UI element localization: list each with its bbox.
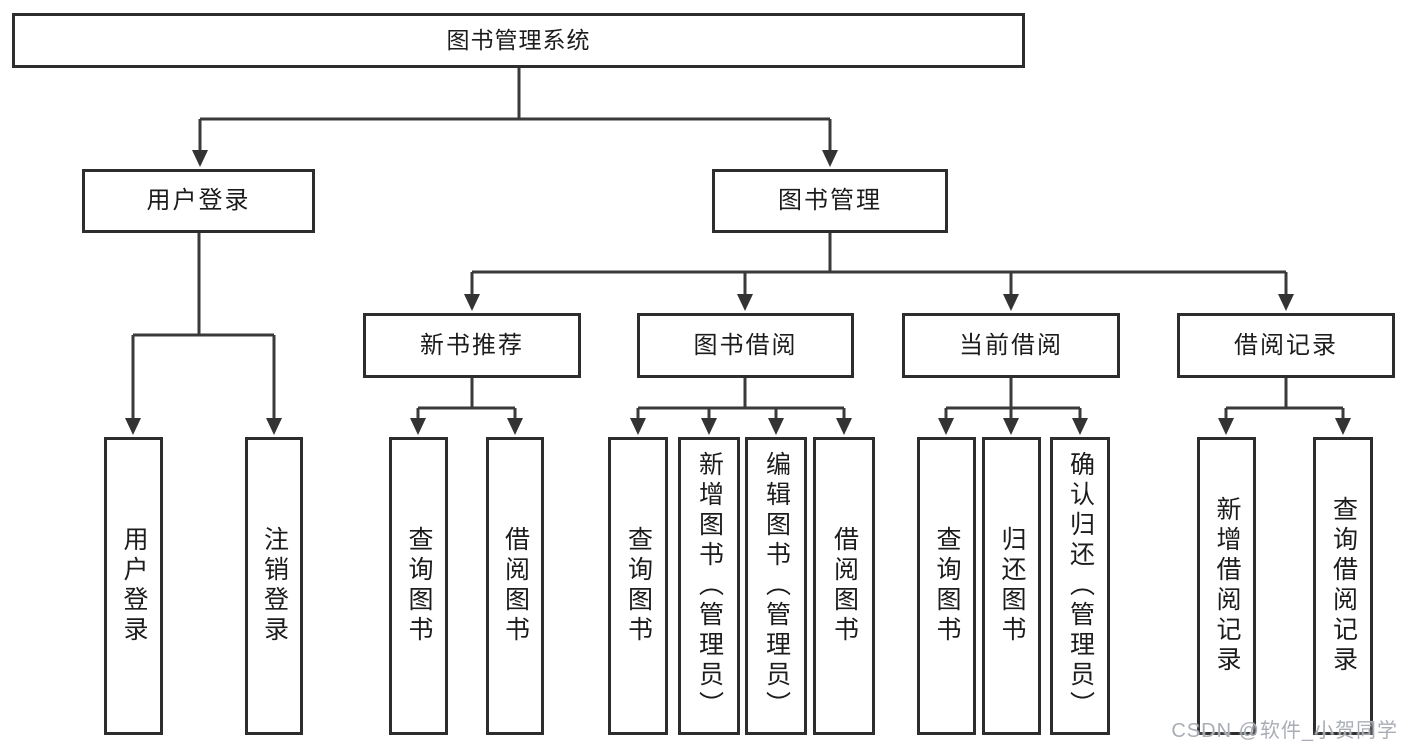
leaf-label: 查询图书 [624,526,653,646]
leaf-borrow-add-books-admin: 新增图书（管理员） [678,437,740,735]
connector-records-children [1224,378,1345,419]
csdn-watermark: CSDN @软件_小贺同学 [1171,720,1398,742]
node-user-login: 用户登录 [82,169,315,233]
connector-root-to-level2 [198,68,832,151]
leaf-current-query-books: 查询图书 [917,437,976,735]
leaf-label: 查询图书 [933,526,961,646]
leaf-label: 借阅图书 [830,526,859,646]
leaf-label: 查询借阅记录 [1329,496,1358,676]
leaf-user-login: 用户登录 [104,437,163,735]
node-label: 图书借阅 [693,331,798,359]
node-system-root: 图书管理系统 [12,13,1025,68]
leaf-label: 归还图书 [998,526,1026,646]
leaf-borrow-query-books: 查询图书 [608,437,668,735]
leaf-logout: 注销登录 [245,437,303,735]
node-book-management: 图书管理 [712,169,948,233]
leaf-label: 注销登录 [260,526,289,646]
leaf-recommend-query-books: 查询图书 [389,437,448,735]
connector-arrowheads [125,150,1351,435]
connector-recommend-children [416,378,517,419]
node-label: 图书管理 [778,187,882,214]
leaf-label: 新增图书（管理员） [695,451,724,721]
node-borrowing-records: 借阅记录 [1177,313,1395,378]
leaf-current-confirm-return-admin: 确认归还（管理员） [1050,437,1110,735]
leaf-records-add-record: 新增借阅记录 [1197,437,1256,735]
node-label: 当前借阅 [959,331,1063,359]
node-new-book-recommendation: 新书推荐 [363,313,581,378]
leaf-records-query-record: 查询借阅记录 [1313,437,1373,735]
leaf-borrow-borrow-books: 借阅图书 [813,437,875,735]
leaf-label: 用户登录 [120,526,148,646]
leaf-current-return-books: 归还图书 [982,437,1041,735]
node-label: 用户登录 [146,187,251,214]
leaf-borrow-edit-books-admin: 编辑图书（管理员） [745,437,807,735]
node-label: 新书推荐 [420,331,524,359]
leaf-label: 确认归还（管理员） [1066,451,1095,721]
connector-current-children [944,378,1082,419]
connector-borrow-children [636,378,846,419]
node-current-borrowing: 当前借阅 [902,313,1120,378]
leaf-label: 借阅图书 [501,526,530,646]
leaf-label: 新增借阅记录 [1213,496,1241,676]
connector-book-mgmt-children [470,233,1288,295]
leaf-recommend-borrow-books: 借阅图书 [486,437,544,735]
node-label: 借阅记录 [1234,331,1338,359]
node-label: 图书管理系统 [446,27,591,53]
node-book-borrowing: 图书借阅 [637,313,854,378]
connector-user-login-children [131,233,276,419]
leaf-label: 查询图书 [405,526,433,646]
leaf-label: 编辑图书（管理员） [762,451,791,721]
